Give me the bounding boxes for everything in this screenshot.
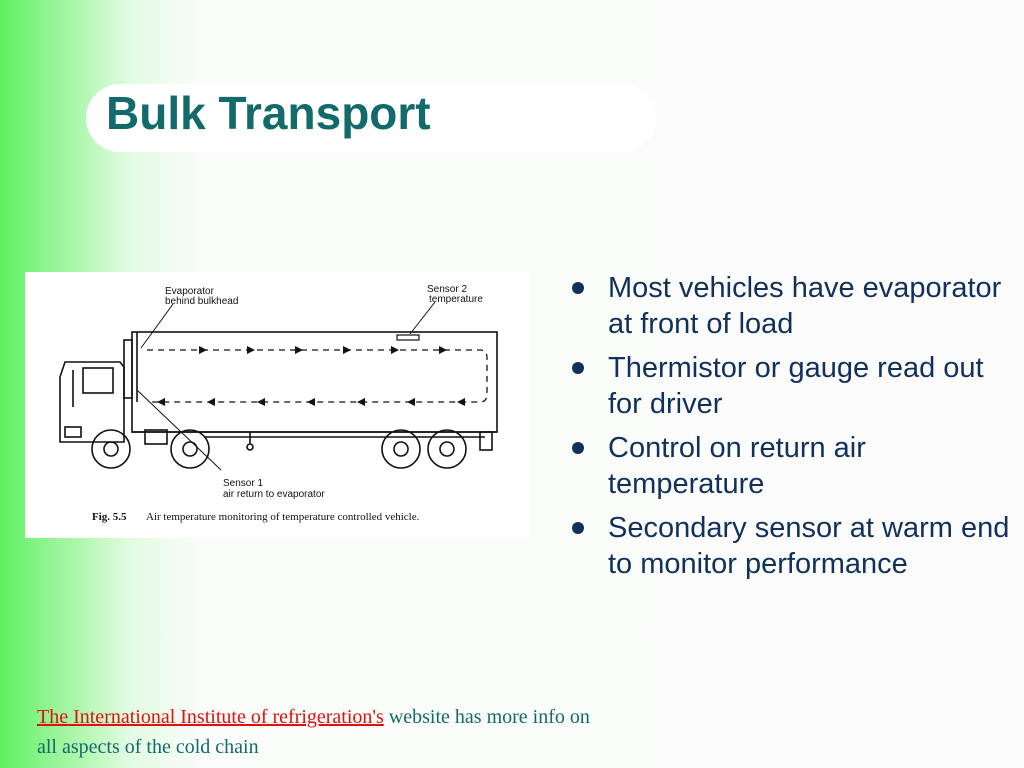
bullet-text: Thermistor or gauge read out for driver	[608, 352, 984, 420]
bullet-item: Secondary sensor at warm end to monitor …	[572, 510, 1012, 582]
trailer-body	[131, 331, 498, 433]
figure-caption-number: Fig. 5.5	[92, 511, 127, 523]
label-sensor2-2: temperature	[429, 294, 483, 305]
bullet-text: Secondary sensor at warm end to monitor …	[608, 512, 1010, 580]
bullet-text: Control on return air temperature	[608, 432, 866, 500]
truck-cab	[59, 361, 125, 443]
bullet-item: Most vehicles have evaporator at front o…	[572, 270, 1012, 342]
bullet-item: Thermistor or gauge read out for driver	[572, 350, 1012, 422]
label-sensor1-2: air return to evaporator	[223, 489, 325, 500]
iir-link[interactable]: The International Institute of refrigera…	[37, 706, 384, 728]
title-background	[86, 84, 656, 152]
truck-figure: Evaporator behind bulkhead Sensor 2 temp…	[25, 272, 529, 538]
bullet-item: Control on return air temperature	[572, 430, 1012, 502]
figure-caption-text: Air temperature monitoring of temperatur…	[146, 511, 420, 523]
bullet-list: Most vehicles have evaporator at front o…	[572, 270, 1012, 590]
label-sensor1-1: Sensor 1	[223, 478, 263, 489]
label-sensor2-1: Sensor 2	[427, 284, 467, 295]
bullet-dot-icon	[572, 442, 584, 454]
footer-text-2: all aspects of the cold chain	[37, 736, 259, 758]
footer-note: The International Institute of refrigera…	[37, 702, 777, 762]
footer-text-1: website has more info on	[383, 706, 590, 728]
label-evaporator-1: Evaporator	[165, 286, 215, 297]
truck-diagram: Evaporator behind bulkhead Sensor 2 temp…	[59, 284, 498, 523]
label-evaporator-2: behind bulkhead	[165, 296, 238, 307]
bullet-dot-icon	[572, 362, 584, 374]
bullet-dot-icon	[572, 282, 584, 294]
bullet-text: Most vehicles have evaporator at front o…	[608, 272, 1002, 340]
slide-title: Bulk Transport	[106, 87, 431, 139]
bullet-dot-icon	[572, 522, 584, 534]
